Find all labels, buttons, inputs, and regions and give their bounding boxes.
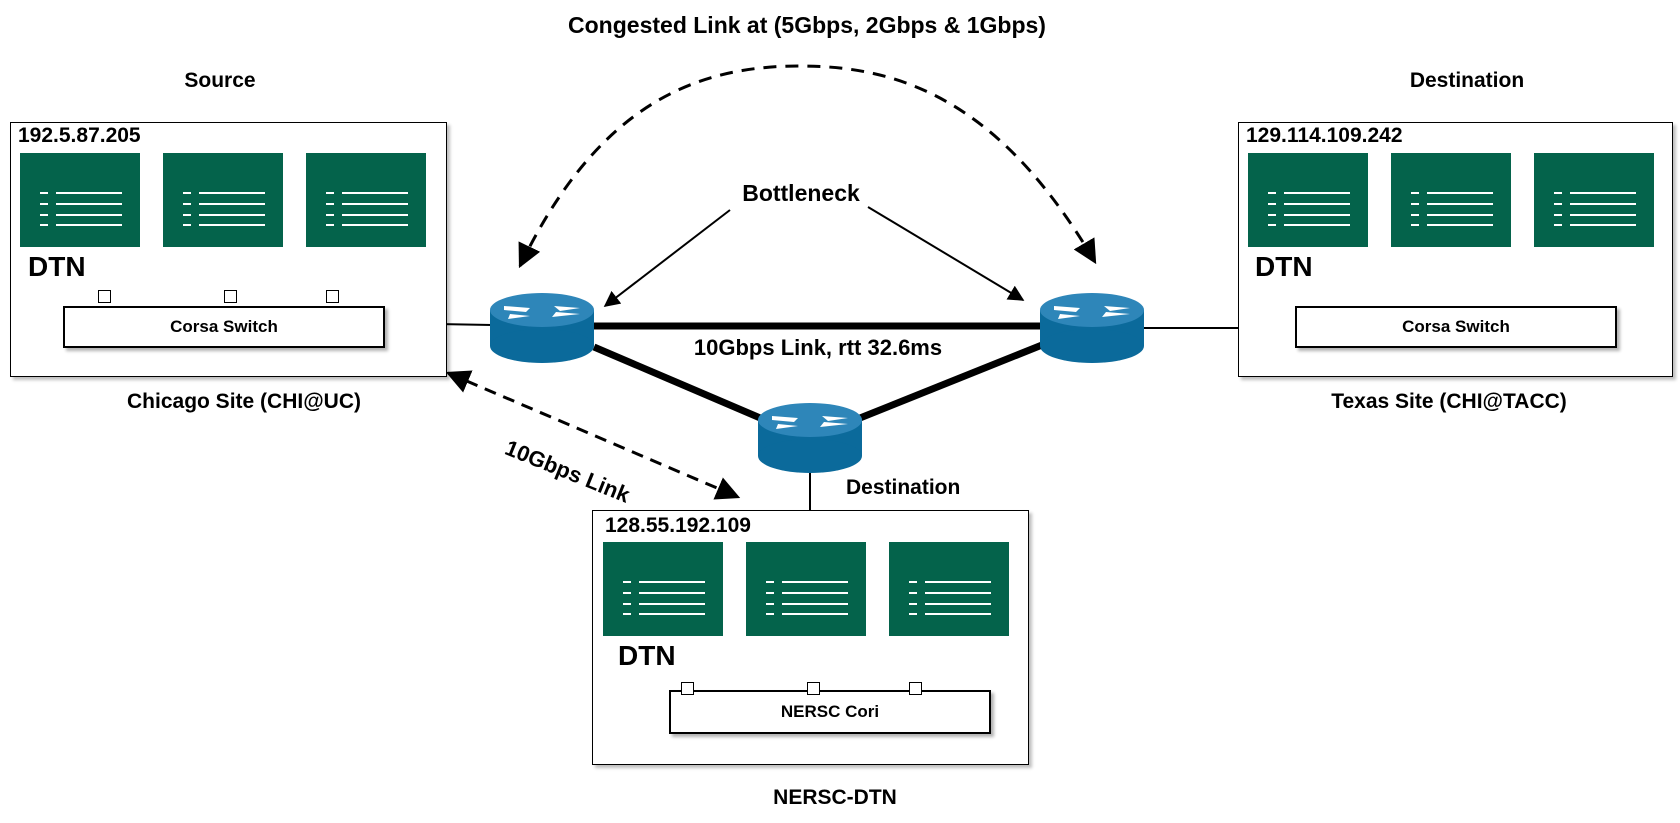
chicago-role-label: Source (184, 69, 256, 92)
texas-site-name: Texas Site (CHI@TACC) (1331, 390, 1567, 413)
texas-switch: Corsa Switch (1295, 306, 1617, 348)
server-icon (20, 153, 140, 247)
diagram-title: Congested Link at (5Gbps, 2Gbps & 1Gbps) (568, 12, 1046, 38)
server-icon (889, 542, 1009, 636)
bottleneck-arrow-left (603, 209, 731, 307)
nersc-role-label: Destination (846, 476, 961, 499)
router-icon (1040, 293, 1144, 363)
backbone-link-right-nersc (853, 341, 1044, 424)
server-icon (1534, 153, 1654, 247)
server-icon (306, 153, 426, 247)
server-icon (163, 153, 283, 247)
server-icon (746, 542, 866, 636)
switch-port (681, 682, 694, 695)
switch-port (807, 682, 820, 695)
chicago-ip: 192.5.87.205 (18, 124, 141, 147)
switch-port (326, 290, 339, 303)
main-link-label: 10Gbps Link, rtt 32.6ms (693, 335, 943, 360)
router-icon (758, 403, 862, 473)
nersc-site-name: NERSC-DTN (773, 786, 897, 809)
switch-port (98, 290, 111, 303)
server-icon (1391, 153, 1511, 247)
bottleneck-arrow-right (867, 206, 1025, 301)
nersc-dashed-link (445, 370, 741, 500)
texas-dtn-label: DTN (1255, 251, 1313, 282)
switch-port (224, 290, 237, 303)
texas-role-label: Destination (1409, 69, 1525, 92)
chicago-switch: Corsa Switch (63, 306, 385, 348)
server-icon (1248, 153, 1368, 247)
nersc-switch: NERSC Cori (669, 690, 991, 734)
bottleneck-label: Bottleneck (742, 180, 860, 206)
nersc-dtn-label: DTN (618, 640, 676, 671)
congested-link-arc (518, 64, 1097, 269)
chicago-dtn-label: DTN (28, 251, 86, 282)
server-icon (603, 542, 723, 636)
texas-ip: 129.114.109.242 (1246, 124, 1403, 147)
chicago-site-name: Chicago Site (CHI@UC) (127, 390, 361, 413)
nersc-ip: 128.55.192.109 (605, 514, 751, 537)
router-icon (490, 293, 594, 363)
switch-port (909, 682, 922, 695)
